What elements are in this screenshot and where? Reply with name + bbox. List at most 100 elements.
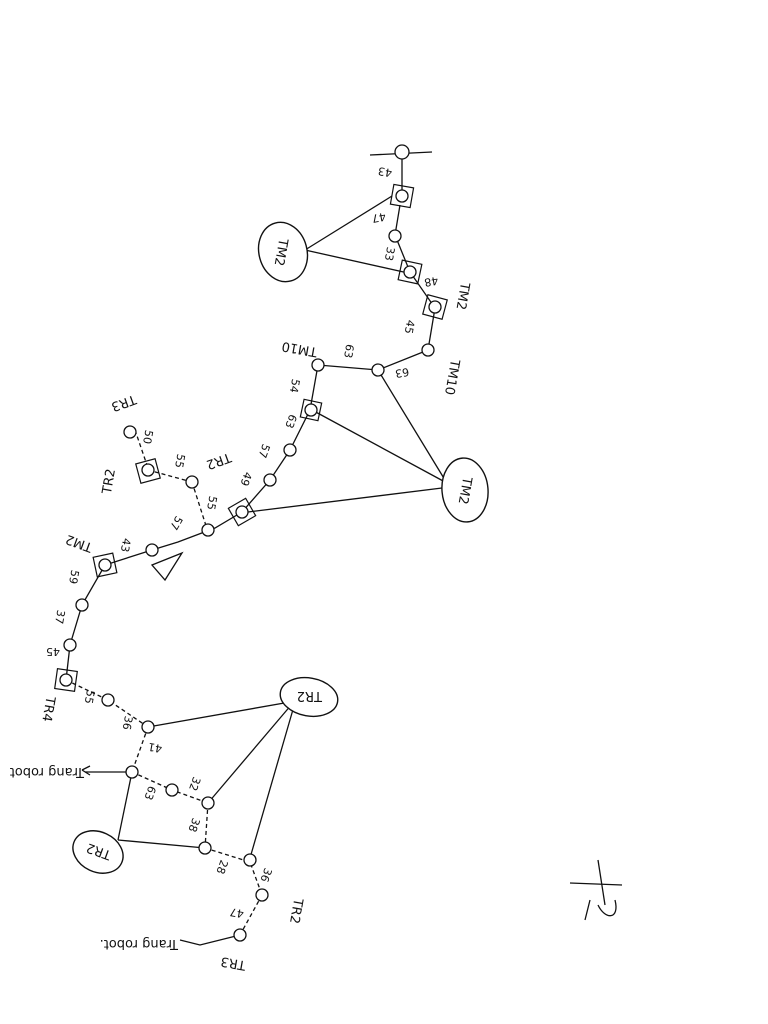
edge xyxy=(241,364,319,513)
edge xyxy=(117,771,133,841)
square-marker xyxy=(389,183,415,209)
node xyxy=(371,363,385,377)
nodes xyxy=(59,144,442,942)
number-label: 36 xyxy=(120,715,135,731)
number-label: 55 xyxy=(172,453,187,469)
node xyxy=(304,403,318,417)
node xyxy=(263,473,277,487)
number-label: 28 xyxy=(213,858,230,876)
number-labels: 43 47 33 48 45 63 63 54 63 57 49 50 55 5… xyxy=(46,164,439,920)
node xyxy=(255,888,269,902)
dashed-edge xyxy=(131,726,149,773)
edge xyxy=(304,249,409,274)
square-marker xyxy=(299,398,323,422)
node xyxy=(421,343,435,357)
node xyxy=(235,505,249,519)
node xyxy=(388,229,402,243)
cloud-shape xyxy=(72,830,124,874)
node xyxy=(403,265,417,279)
edge xyxy=(377,369,446,481)
tag-label: TR3 xyxy=(220,953,248,972)
number-label: 49 xyxy=(237,470,254,488)
edge xyxy=(147,701,291,728)
number-label: 41 xyxy=(147,740,163,755)
node xyxy=(141,463,155,477)
edge xyxy=(179,934,241,946)
signature-stroke xyxy=(584,899,591,921)
dashed-edge xyxy=(239,894,263,936)
node xyxy=(394,144,410,160)
number-label: 54 xyxy=(287,378,302,394)
cloud-label: TM2 xyxy=(271,236,291,267)
cloud-shape xyxy=(441,457,489,523)
tag-label: TR3 xyxy=(109,391,139,414)
arrow-head xyxy=(81,765,91,776)
edge xyxy=(207,703,293,804)
node xyxy=(165,783,179,797)
number-label: 59 xyxy=(66,569,81,585)
signature-stroke xyxy=(597,899,617,917)
node xyxy=(201,523,215,537)
number-label: 33 xyxy=(382,246,397,262)
dashed-edges xyxy=(65,429,263,936)
edge xyxy=(304,195,393,251)
node xyxy=(123,425,137,439)
node xyxy=(101,693,115,707)
dashed-edge xyxy=(204,847,263,896)
tag-label: TR2 xyxy=(286,896,305,924)
cloud-label: TM2 xyxy=(455,475,475,506)
node xyxy=(428,300,442,314)
robot-annotation: Trang robot xyxy=(10,764,85,779)
edge xyxy=(117,839,206,849)
dashed-edge xyxy=(191,481,209,533)
node xyxy=(243,853,257,867)
node xyxy=(63,638,77,652)
edge xyxy=(249,705,295,859)
node xyxy=(75,598,89,612)
square-marker xyxy=(227,497,257,527)
number-label: 50 xyxy=(140,429,155,445)
square-marker xyxy=(92,552,118,578)
number-label: 47 xyxy=(229,905,245,920)
node xyxy=(98,558,112,572)
signature-stroke xyxy=(597,859,606,906)
edge xyxy=(311,409,446,483)
number-label: 43 xyxy=(377,164,393,179)
number-label: 36 xyxy=(257,866,274,884)
edge xyxy=(247,487,443,513)
dashed-edge xyxy=(65,679,149,728)
number-label: 57 xyxy=(167,514,185,533)
number-label: 45 xyxy=(46,645,60,658)
signature-mark xyxy=(569,859,623,921)
robot-annotation: Trang robot. xyxy=(100,936,179,951)
number-label: 57 xyxy=(255,442,272,460)
cloud-tm2-right: TM2 xyxy=(441,457,489,523)
node xyxy=(59,673,73,687)
cloud-tr2-mid: TR2 xyxy=(279,676,339,718)
number-label: 63 xyxy=(394,365,410,380)
dashed-edge xyxy=(204,802,209,849)
tag-label: TM2 xyxy=(64,531,96,555)
number-label: 43 xyxy=(118,537,133,553)
node xyxy=(283,443,297,457)
square-marker xyxy=(135,458,161,484)
node xyxy=(233,928,247,942)
node xyxy=(125,765,139,779)
triangle-symbol xyxy=(150,551,184,582)
number-label: 38 xyxy=(185,816,202,834)
tag-label: TR2 xyxy=(204,449,234,472)
number-label: 63 xyxy=(141,784,158,802)
tag-label: TM10 xyxy=(441,357,462,396)
number-label: 45 xyxy=(402,319,417,335)
square-marker xyxy=(422,294,448,320)
number-label: 47 xyxy=(371,210,387,225)
cloud-tr2-left: TR2 xyxy=(72,830,124,874)
tag-label: TM2 xyxy=(452,280,472,311)
annotations: Trang robot Trang robot. xyxy=(10,764,179,951)
number-label: 63 xyxy=(341,343,356,359)
node xyxy=(201,796,215,810)
node xyxy=(198,841,212,855)
square-markers xyxy=(54,183,448,692)
